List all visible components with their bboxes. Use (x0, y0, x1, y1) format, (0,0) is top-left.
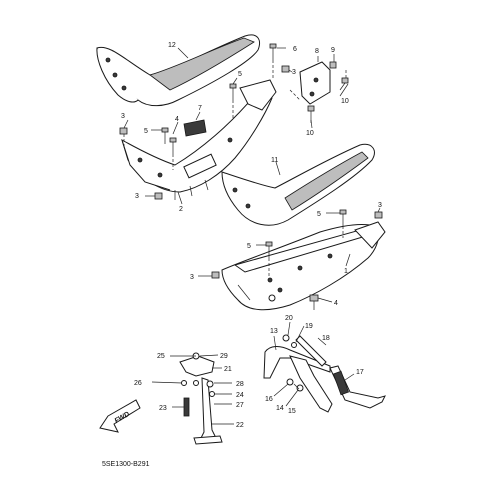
callout-12: 12 (168, 42, 176, 49)
screw-part (161, 127, 169, 144)
callout-22: 22 (236, 422, 244, 429)
callout-4: 4 (334, 300, 338, 307)
callout-9: 9 (331, 47, 335, 54)
callout-4: 4 (175, 116, 179, 123)
screw-part (265, 241, 273, 258)
callout-26: 26 (134, 380, 142, 387)
callout-25: 25 (157, 353, 165, 360)
callout-29: 29 (220, 353, 228, 360)
screw-part (169, 137, 177, 154)
label-pad-part (183, 119, 207, 137)
callout-8: 8 (315, 48, 319, 55)
bolt-part (309, 294, 319, 310)
bolt-part (307, 105, 315, 120)
callout-20: 20 (285, 315, 293, 322)
callout-19: 19 (305, 323, 313, 330)
front-cover-part (96, 34, 260, 107)
bolt-part (339, 77, 349, 91)
callout-11: 11 (271, 157, 278, 164)
callout-5: 5 (247, 243, 251, 250)
bracket-part (299, 61, 331, 105)
callout-17: 17 (356, 369, 364, 376)
callout-21: 21 (224, 366, 232, 373)
callout-14: 14 (276, 405, 284, 412)
fwd-arrow-icon: FWD (99, 399, 141, 433)
callout-27: 27 (236, 402, 244, 409)
screw-part (339, 209, 347, 226)
callout-2: 2 (179, 206, 183, 213)
callout-5: 5 (317, 211, 321, 218)
callout-3: 3 (121, 113, 125, 120)
callout-10: 10 (306, 130, 314, 137)
assembly-lines (123, 60, 347, 278)
callout-24: 24 (236, 392, 244, 399)
callout-18: 18 (322, 335, 330, 342)
callout-16: 16 (265, 396, 273, 403)
fasteners (161, 43, 349, 310)
callout-13: 13 (270, 328, 278, 335)
footboard-cover-part (221, 143, 375, 226)
diagram-caption: 5SE1300-B291 (102, 461, 150, 468)
screw-part (229, 83, 237, 100)
callout-23: 23 (159, 405, 167, 412)
callout-5: 5 (238, 71, 242, 78)
callouts: 12 6 5 8 9 3 10 10 7 4 5 3 3 2 11 5 3 1 … (121, 42, 382, 429)
callout-3: 3 (135, 193, 139, 200)
screw-part (269, 43, 277, 60)
callout-leaders (123, 47, 381, 425)
callout-3: 3 (190, 274, 194, 281)
callout-10: 10 (341, 98, 349, 105)
callout-7: 7 (198, 105, 202, 112)
callout-3: 3 (378, 202, 382, 209)
floor-panel-part (221, 221, 386, 311)
callout-15: 15 (288, 408, 296, 415)
callout-5: 5 (144, 128, 148, 135)
callout-3: 3 (292, 69, 296, 76)
side-stand-part (179, 352, 223, 445)
callout-28: 28 (236, 381, 244, 388)
inner-panel-part (121, 79, 277, 200)
main-stand-part (263, 334, 386, 413)
callout-6: 6 (293, 46, 297, 53)
callout-1: 1 (344, 268, 348, 275)
